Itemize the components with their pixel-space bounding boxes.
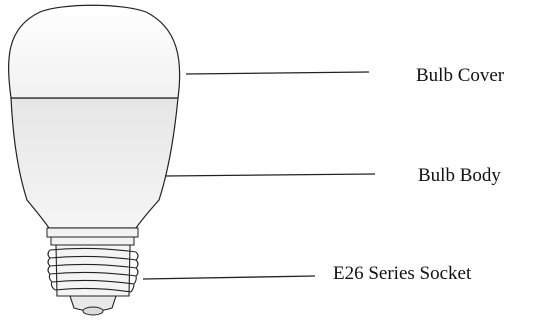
label-bulb-cover: Bulb Cover bbox=[416, 65, 505, 86]
bulb-body bbox=[10, 97, 179, 229]
label-bulb-body: Bulb Body bbox=[418, 165, 501, 186]
socket-contact bbox=[82, 306, 104, 316]
bulb-cover bbox=[8, 4, 181, 99]
label-e26-socket: E26 Series Socket bbox=[333, 263, 472, 284]
leader-line-cover bbox=[185, 71, 370, 75]
socket-threads bbox=[47, 244, 139, 297]
bulb-collar-lower bbox=[50, 236, 135, 246]
leader-line-socket bbox=[142, 275, 316, 280]
leader-line-body bbox=[164, 173, 376, 177]
bulb-collar-upper bbox=[46, 227, 139, 238]
